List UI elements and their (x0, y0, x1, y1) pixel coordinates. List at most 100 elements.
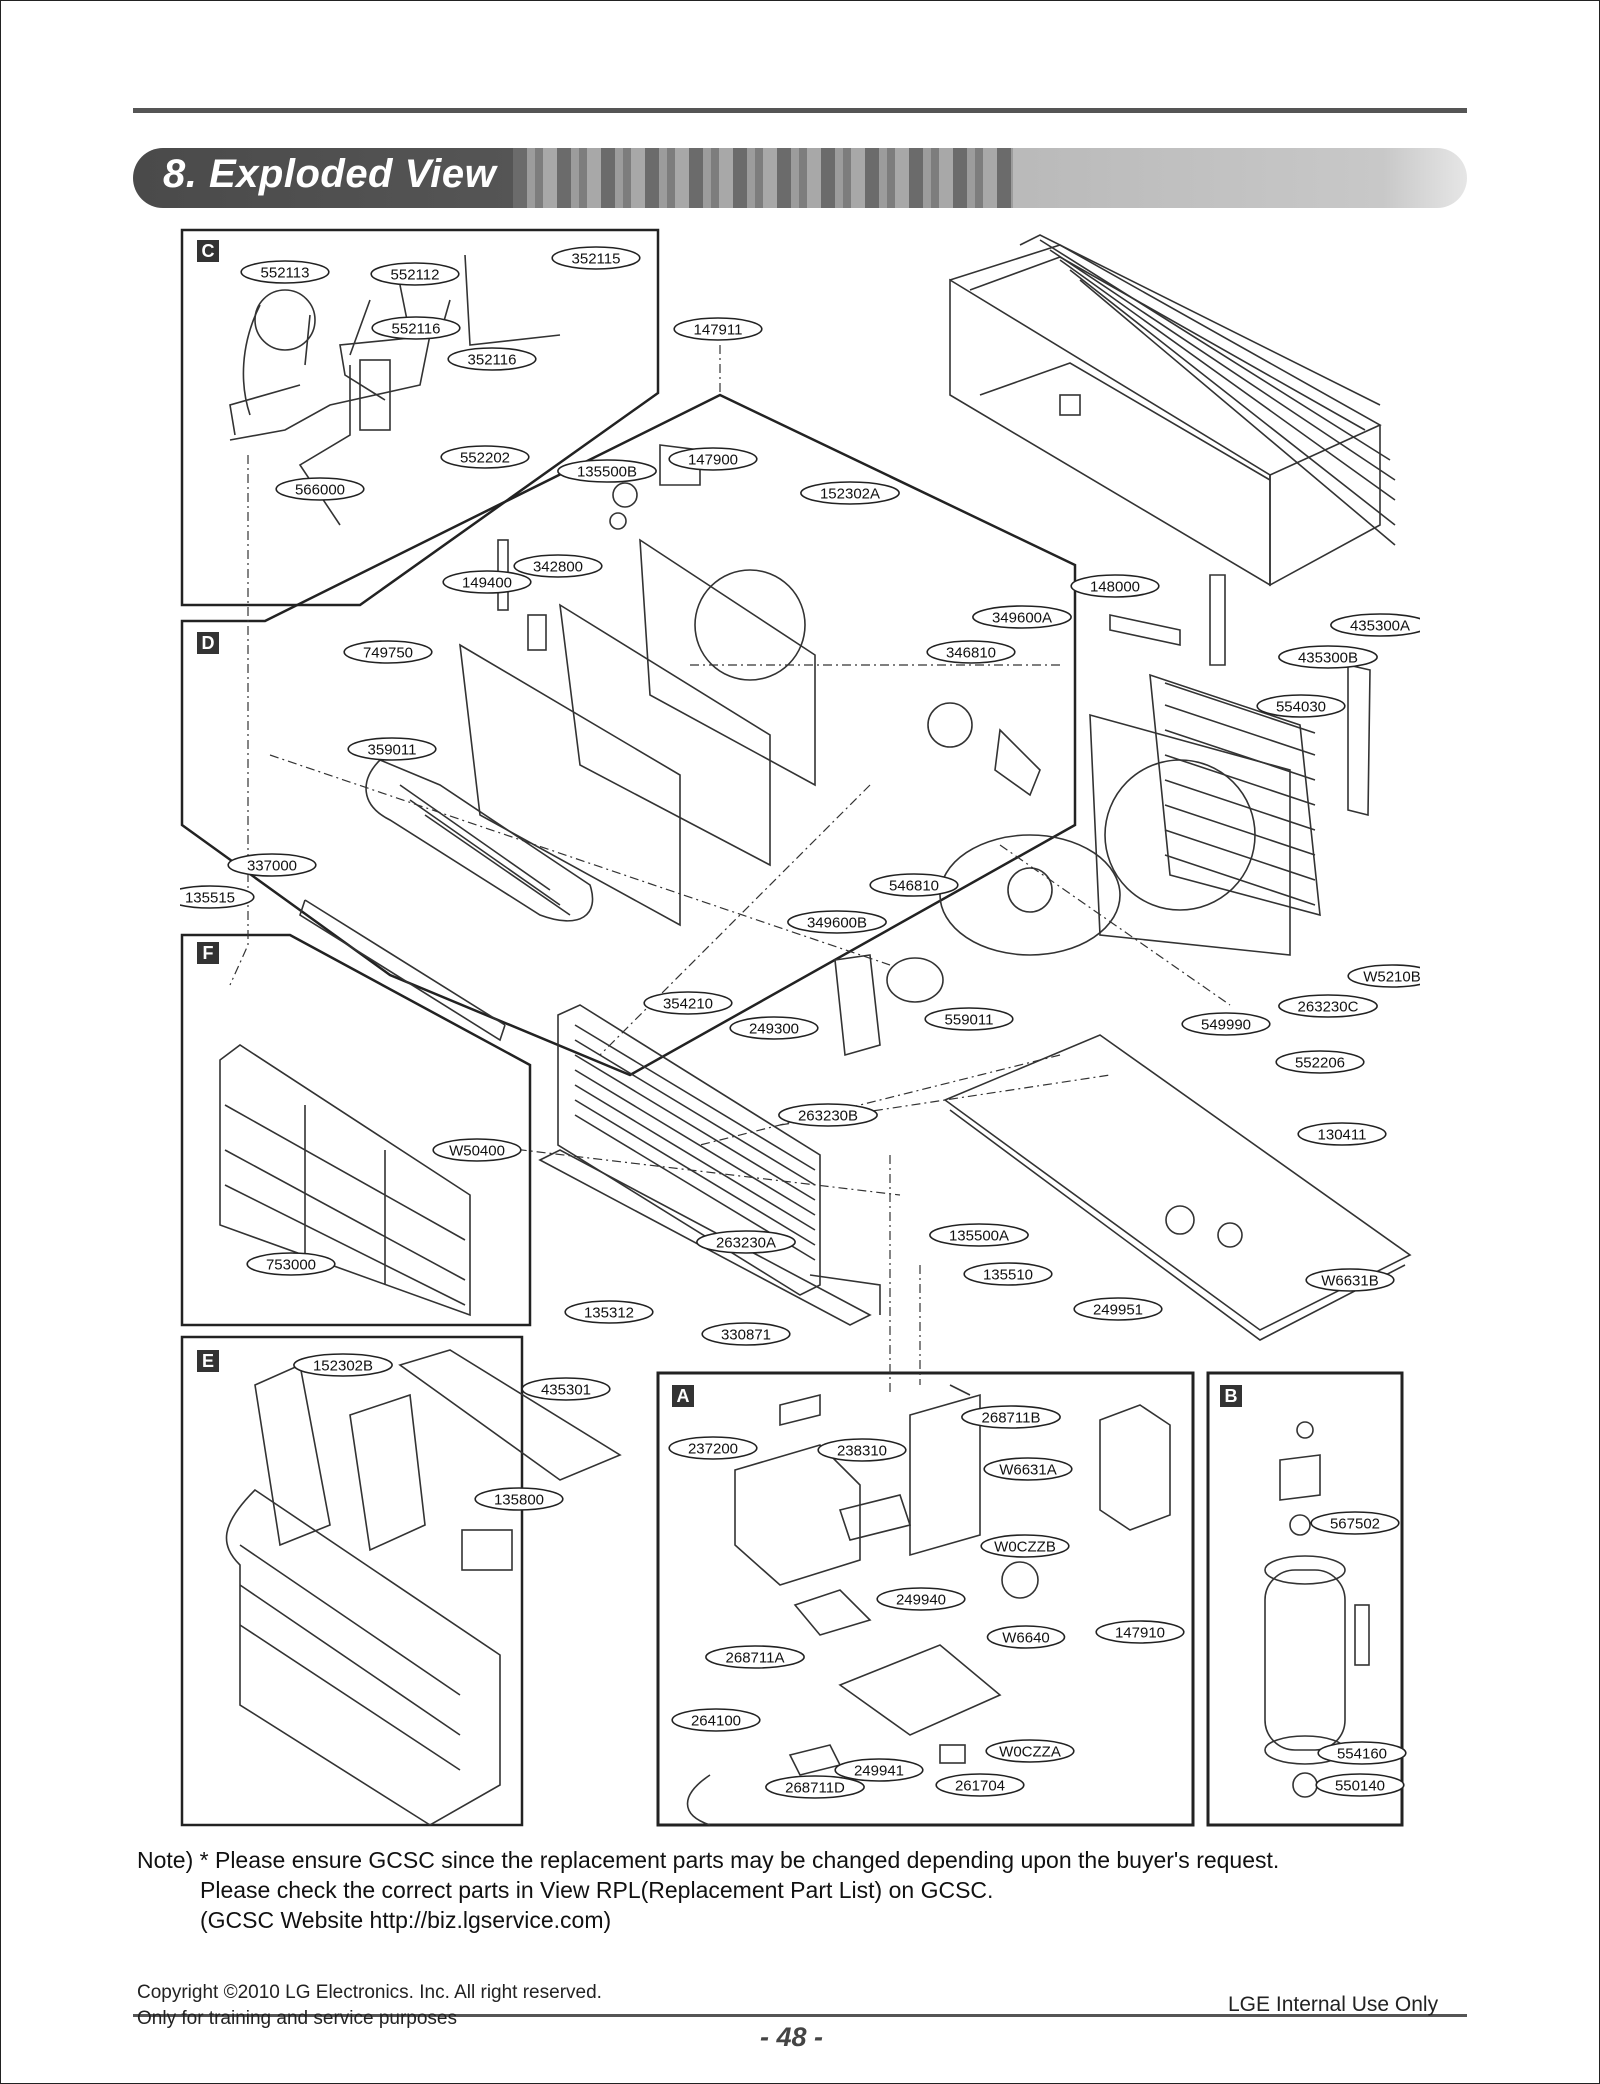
part-number-label: 261704 (955, 1778, 1005, 1795)
part-callout-249300: 249300 (729, 1016, 819, 1040)
part-callout-135510: 135510 (963, 1262, 1053, 1286)
part-number-label: 352116 (468, 352, 517, 369)
note-line-3: (GCSC Website http://biz.lgservice.com) (200, 1907, 612, 1933)
part-number-label: 566000 (295, 482, 345, 499)
part-number-label: 135510 (983, 1267, 1033, 1284)
part-callout-546810: 546810 (869, 873, 959, 897)
part-callout-263230c: 263230C (1278, 994, 1378, 1018)
drawing-shroud-condenser (1089, 574, 1371, 956)
part-number-label: 147900 (688, 452, 738, 469)
part-number-label: 435301 (541, 1382, 591, 1399)
part-number-label: 249300 (749, 1021, 799, 1038)
part-number-label: 346810 (946, 645, 996, 662)
part-number-label: 263230B (798, 1108, 858, 1125)
part-number-label: 337000 (247, 858, 297, 875)
part-number-label: 149400 (462, 575, 512, 592)
part-callout-268711b: 268711B (961, 1405, 1061, 1429)
part-callout-346810: 346810 (926, 640, 1016, 664)
section-tag-d: D (197, 632, 219, 654)
footer-copyright: Copyright ©2010 LG Electronics. Inc. All… (137, 1982, 602, 2003)
part-callout-261704: 261704 (935, 1773, 1025, 1797)
bottom-rule (133, 2014, 1467, 2017)
part-number-label: 152302A (820, 486, 880, 503)
svg-text:F: F (203, 943, 214, 963)
part-number-label: 135500B (577, 464, 637, 481)
section-tags: C D F E A B (197, 240, 1242, 1407)
part-callout-152302b: 152302B (293, 1353, 393, 1377)
part-number-label: 554030 (1276, 699, 1326, 716)
part-callout-552113: 552113 (240, 260, 330, 284)
part-callout-w6631b: W6631B (1305, 1268, 1395, 1292)
part-callout-359011: 359011 (347, 737, 437, 761)
section-b-boundary (1206, 1371, 1404, 1827)
svg-text:C: C (202, 241, 215, 261)
part-number-label: 268711A (726, 1650, 785, 1667)
drawing-outer-cabinet (949, 234, 1396, 587)
svg-text:B: B (1225, 1386, 1238, 1406)
part-number-label: 264100 (691, 1713, 741, 1730)
footer-purpose: Only for training and service purposes (137, 2008, 457, 2029)
part-callout-w50400: W50400 (432, 1138, 522, 1162)
part-callout-135500b: 135500B (557, 459, 657, 483)
part-number-label: 130411 (1318, 1127, 1367, 1144)
section-title: 8. Exploded View (163, 152, 497, 196)
part-callout-147910: 147910 (1095, 1620, 1185, 1644)
part-number-label: W6631A (999, 1462, 1057, 1479)
part-number-label: 268711D (785, 1780, 845, 1797)
part-number-label: 152302B (313, 1358, 373, 1375)
drawing-front-cover (225, 1349, 622, 1826)
part-number-label: W5210B (1363, 969, 1420, 986)
part-callout-249951: 249951 (1073, 1297, 1163, 1321)
part-number-label: 552116 (392, 321, 441, 338)
part-callout-435300b: 435300B (1278, 645, 1378, 669)
part-number-label: W6631B (1321, 1273, 1379, 1290)
part-callout-147900: 147900 (668, 447, 758, 471)
part-number-label: 435300B (1298, 650, 1358, 667)
part-callout-w0czzb: W0CZZB (980, 1534, 1070, 1558)
part-callout-554030: 554030 (1256, 694, 1346, 718)
part-number-label: 552112 (391, 267, 440, 284)
drawing-fan-motor (834, 702, 1121, 1057)
section-tag-e: E (197, 1350, 219, 1372)
part-callout-349600a: 349600A (972, 605, 1072, 629)
part-number-label: 359011 (368, 742, 417, 759)
part-callout-268711d: 268711D (765, 1775, 865, 1799)
top-rule (133, 108, 1467, 113)
part-number-label: 238310 (837, 1443, 887, 1460)
part-callout-w0czza: W0CZZA (985, 1739, 1075, 1763)
part-callout-130411: 130411 (1297, 1122, 1387, 1146)
part-number-label: 148000 (1090, 579, 1140, 596)
part-number-label: W0CZZB (994, 1539, 1056, 1556)
part-callout-152302a: 152302A (800, 481, 900, 505)
part-callout-337000: 337000 (227, 853, 317, 877)
part-number-label: 268711B (982, 1410, 1041, 1427)
part-number-label: 552202 (460, 450, 510, 467)
drawing-blower-housing (365, 444, 816, 927)
section-tag-a: A (672, 1385, 694, 1407)
part-callout-550140: 550140 (1315, 1773, 1405, 1797)
part-number-label: 554160 (1337, 1746, 1387, 1763)
part-number-label: 435300A (1350, 618, 1410, 635)
part-number-label: W50400 (449, 1143, 505, 1160)
part-callout-549990: 549990 (1181, 1012, 1271, 1036)
section-boundaries (180, 228, 1404, 1827)
part-number-label: 550140 (1335, 1778, 1385, 1795)
part-number-label: 263230A (716, 1235, 776, 1252)
part-number-label: 549990 (1201, 1017, 1251, 1034)
section-f-boundary (180, 933, 532, 1327)
part-callout-435301: 435301 (521, 1377, 611, 1401)
part-number-label: 552206 (1295, 1055, 1345, 1072)
part-callout-349600b: 349600B (787, 910, 887, 934)
section-header-bar (133, 148, 1467, 208)
part-callout-135800: 135800 (474, 1487, 564, 1511)
part-number-label: W0CZZA (999, 1744, 1061, 1761)
part-callout-552206: 552206 (1275, 1050, 1365, 1074)
part-callout-354210: 354210 (643, 991, 733, 1015)
part-number-label: 147911 (694, 322, 743, 339)
part-number-label: 135800 (494, 1492, 544, 1509)
section-a-boundary (656, 1371, 1195, 1827)
section-c-boundary (180, 228, 660, 607)
part-callout-263230b: 263230B (778, 1103, 878, 1127)
section-tag-f: F (197, 942, 219, 964)
part-callout-263230a: 263230A (696, 1230, 796, 1254)
